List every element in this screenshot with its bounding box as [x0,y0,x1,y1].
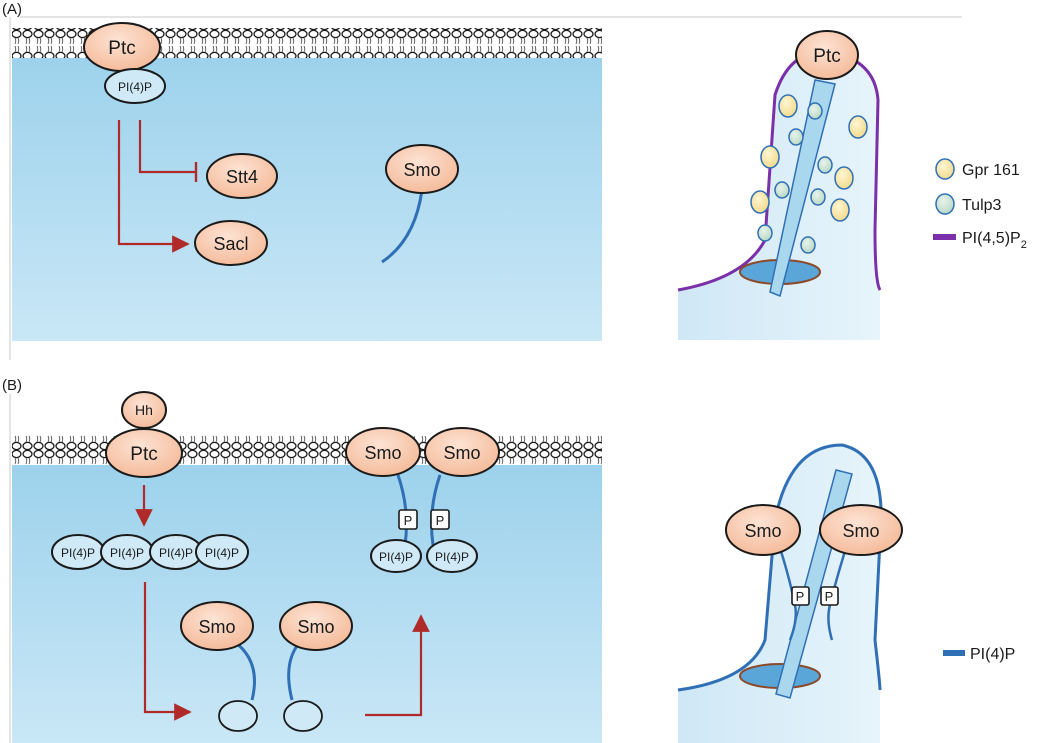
ptc-label-cilium-a: Ptc [813,46,840,67]
phospho-p-cilium-1: P [791,586,810,606]
smo-protein-b4: Smo [279,601,353,651]
ptc-protein-a: Ptc [83,22,161,72]
pi4p-to-smo-arrow [143,582,192,721]
membrane-b [12,435,602,465]
svg-text:PI(4)P: PI(4)P [110,546,144,560]
gpr161-legend-label: Gpr 161 [962,162,1020,179]
tulp3-legend-icon [935,193,955,215]
pi4p-legend-label: PI(4)P [970,646,1015,663]
sacl-protein: Sacl [194,220,268,266]
stt4-label: Stt4 [226,167,258,187]
panel-b: (B) Hh Ptc PI(4)P PI(4)P PI(4) [2,377,1015,743]
hh-label: Hh [135,402,153,418]
pi4p-node-b5: PI(4)P [370,539,422,573]
smo-protein-cilium-1: Smo [725,504,801,556]
svg-text:P: P [825,589,834,604]
pi4p-node-a: PI(4)P [104,68,166,104]
svg-text:Smo: Smo [443,443,480,463]
smo-protein-b3: Smo [180,601,254,651]
svg-text:P: P [796,589,805,604]
cilium-a: Ptc [677,30,882,340]
svg-text:Smo: Smo [198,617,235,637]
pi4p-legend-swatch [943,650,965,656]
vesicle-to-membrane-arrow [365,614,430,717]
panel-a-label: (A) [2,1,22,18]
pip2-legend-swatch [933,234,956,240]
smo-label-a: Smo [403,160,440,180]
pi4p-node-b3: PI(4)P [149,534,203,570]
pip2-legend-label: PI(4,5)P2 [962,230,1027,251]
svg-text:P: P [404,513,413,528]
phospho-p-1: P [398,509,418,530]
ptc-label-a: Ptc [108,38,135,59]
pi4p-node-b6: PI(4)P [426,539,478,573]
vesicle-2 [283,700,323,732]
svg-text:Smo: Smo [842,521,879,541]
vesicle-1 [218,700,258,732]
stt4-protein: Stt4 [206,153,278,199]
ptc-protein-b: Ptc [105,428,183,478]
cilium-b: P P Smo Smo [677,443,903,743]
svg-text:PI(4)P: PI(4)P [205,546,239,560]
smo-tail-a [381,189,424,264]
smo-protein-b1: Smo [345,427,421,477]
svg-text:Smo: Smo [297,617,334,637]
cytoplasm-a [12,58,602,341]
svg-text:PI(4)P: PI(4)P [159,546,193,560]
smo-protein-b2: Smo [424,427,500,477]
pi4p-row: PI(4)P PI(4)P PI(4)P PI(4)P [51,534,249,570]
pi4p-label-a: PI(4)P [118,80,152,94]
panel-a: (A) Ptc PI(4)P Stt4 Sacl [2,1,1027,360]
pi4p-node-b4: PI(4)P [195,534,249,570]
pi4p-membrane-line [677,443,883,692]
axoneme-a [769,79,836,298]
legend-b: PI(4)P [943,646,1015,663]
svg-text:Smo: Smo [744,521,781,541]
phospho-p-cilium-2: P [820,586,839,606]
phospho-p-2: P [430,509,450,530]
smo-protein-a: Smo [385,144,459,194]
gpr161-legend-icon [935,158,955,180]
sacl-label: Sacl [213,234,248,254]
svg-text:PI(4)P: PI(4)P [435,550,469,564]
tulp3-legend-label: Tulp3 [962,197,1002,214]
ptc-protein-cilium-a: Ptc [795,30,859,80]
panel-b-label: (B) [2,377,22,394]
svg-text:PI(4)P: PI(4)P [379,550,413,564]
legend-a: Gpr 161 Tulp3 PI(4,5)P2 [933,158,1027,251]
hh-ligand: Hh [121,391,167,429]
inhibit-stt4-line [138,120,196,174]
pi4p-node-b1: PI(4)P [51,534,105,570]
svg-text:P: P [436,513,445,528]
pi4p-node-b2: PI(4)P [100,534,154,570]
svg-text:PI(4)P: PI(4)P [61,546,95,560]
ptc-label-b: Ptc [130,444,157,465]
activate-sacl-arrow [117,120,190,253]
smo-protein-cilium-2: Smo [819,504,903,556]
svg-text:Smo: Smo [364,443,401,463]
